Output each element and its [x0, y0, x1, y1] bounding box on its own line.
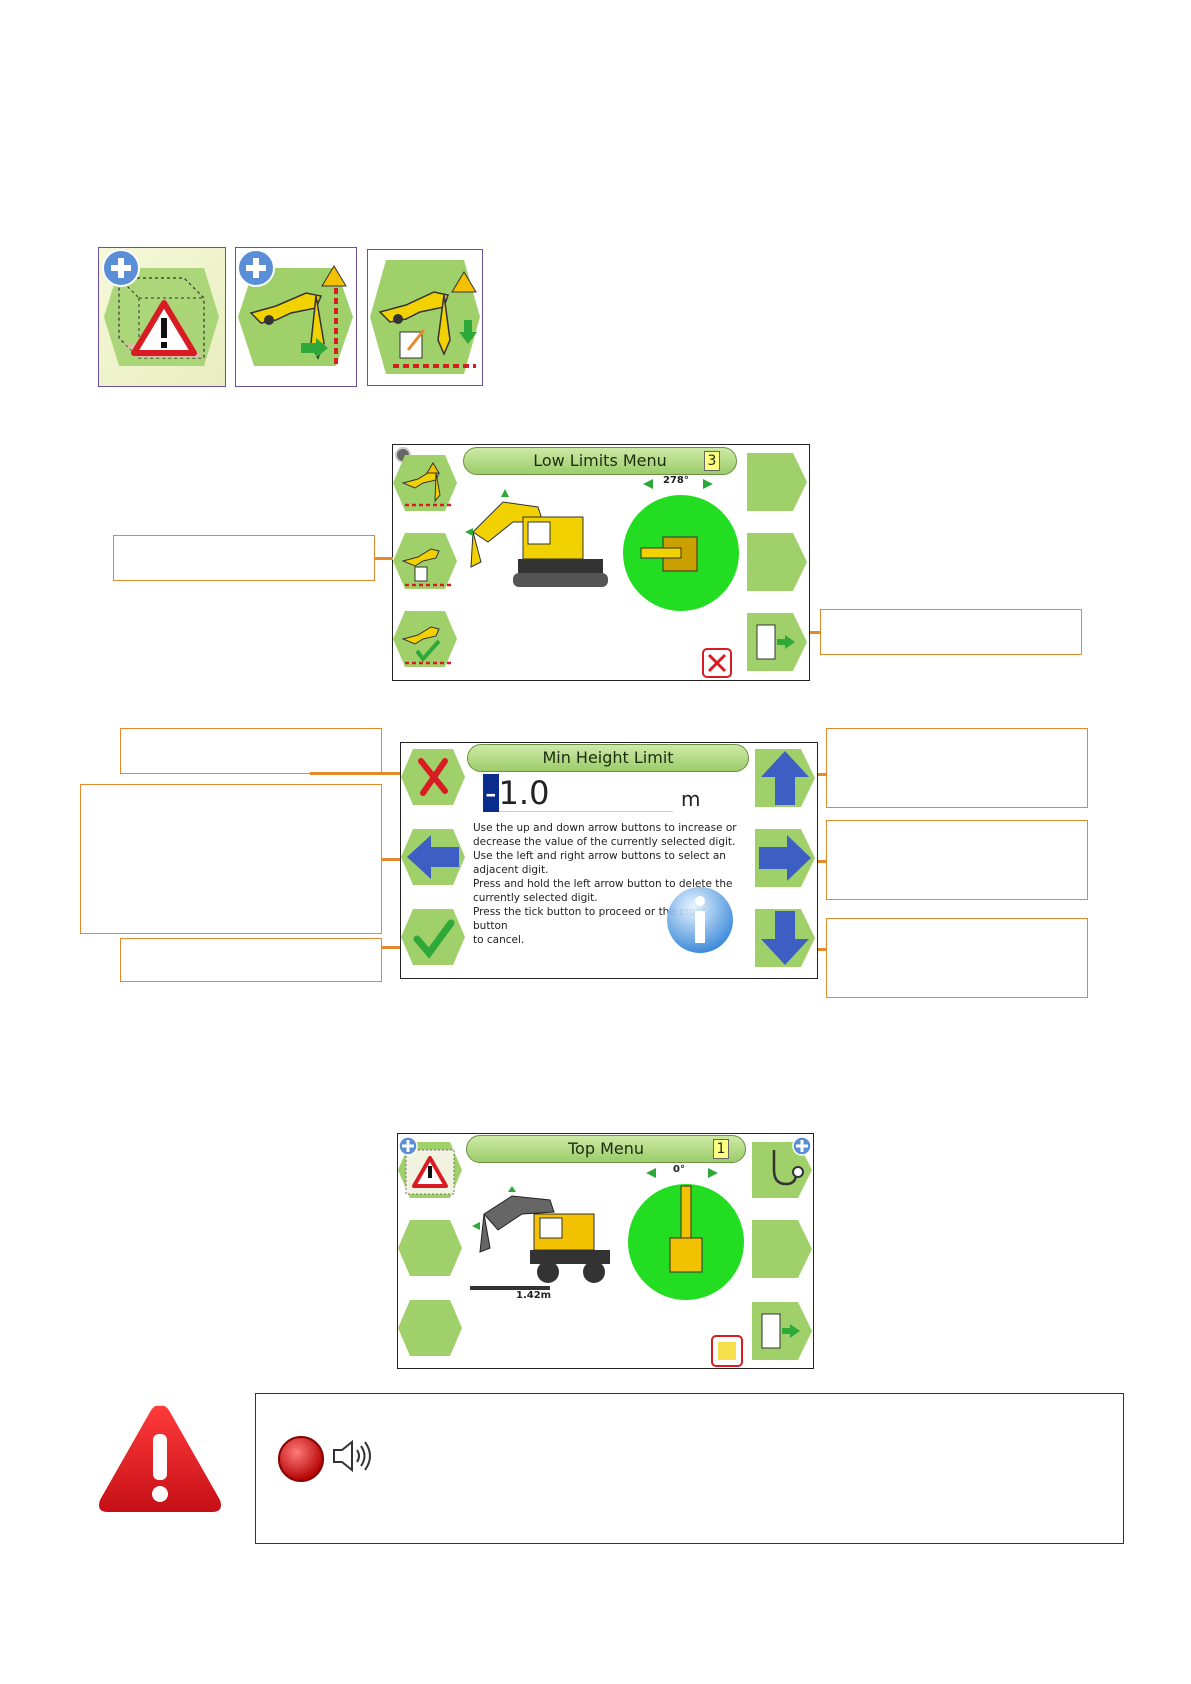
right-button-2[interactable]: [752, 1218, 814, 1280]
edit-low-limit-button[interactable]: [393, 531, 459, 591]
screen-title: Top Menu: [567, 1139, 644, 1158]
wheeled-excavator-view: [472, 1186, 610, 1283]
info-bubble-icon: [667, 887, 733, 953]
callout-leader-up: [818, 773, 826, 776]
top-menu-screen: Top Menu 1 1.42m 0°: [397, 1133, 814, 1369]
alarm-mute-icon[interactable]: [701, 647, 733, 679]
set-low-limit-button[interactable]: [393, 453, 459, 513]
callout-up-arrow: [826, 728, 1088, 808]
right-arrow-button[interactable]: [755, 827, 817, 889]
slew-arrows-icon: [646, 1168, 718, 1178]
virtual-wall-button[interactable]: [398, 1136, 464, 1200]
diagnostics-button[interactable]: [752, 1136, 814, 1200]
unit-label: m: [681, 787, 701, 811]
distance-readout: 1.42m: [516, 1290, 552, 1301]
callout-leader-tick: [382, 946, 400, 949]
exit-button[interactable]: [752, 1300, 814, 1362]
callout-box-1: [113, 535, 375, 581]
add-virtual-wall-tile[interactable]: [98, 247, 226, 387]
callout-leader-2: [810, 631, 820, 634]
screen-title-bar: Top Menu 1: [466, 1135, 746, 1163]
callout-leader-right: [818, 860, 826, 863]
add-virtual-wall-icon: [102, 249, 219, 366]
page-number-badge: 3: [704, 451, 720, 471]
speaker-icon: [333, 1439, 371, 1473]
screen-title: Min Height Limit: [542, 748, 674, 767]
help-line: Use the left and right arrow buttons to …: [473, 850, 726, 862]
help-line: decrease the value of the currently sele…: [473, 836, 736, 848]
distance-bar: [470, 1286, 550, 1290]
up-arrow-button[interactable]: [755, 747, 817, 809]
value-input[interactable]: -1.0: [483, 774, 673, 812]
edit-low-limit-tile[interactable]: [367, 249, 483, 386]
callout-left-arrow: [80, 784, 382, 934]
help-line: adjacent digit.: [473, 864, 549, 876]
help-line: to cancel.: [473, 934, 525, 946]
tick-button[interactable]: [401, 907, 467, 967]
screen-title-bar: Min Height Limit: [467, 744, 749, 772]
add-height-limit-tile[interactable]: [235, 247, 357, 387]
help-line: currently selected digit.: [473, 892, 598, 904]
warning-icon: [99, 1405, 221, 1512]
help-line: Press and hold the left arrow button to …: [473, 878, 733, 890]
help-line: Press the tick button to proceed or the …: [473, 906, 707, 932]
left-arrow-button[interactable]: [401, 827, 467, 887]
excavator-side-view: [465, 489, 608, 587]
callout-tick: [120, 938, 382, 982]
value-sign: -: [483, 774, 499, 812]
help-line: Use the up and down arrow buttons to inc…: [473, 822, 737, 834]
help-text: Use the up and down arrow buttons to inc…: [473, 821, 743, 947]
confirm-low-limit-button[interactable]: [393, 609, 459, 669]
min-height-limit-screen: Min Height Limit -1.0 m Use the up and d…: [400, 742, 818, 979]
callout-right-arrow: [826, 820, 1088, 900]
screen-title: Low Limits Menu: [533, 451, 667, 470]
callout-cancel: [120, 728, 382, 774]
slew-angle-readout: 0°: [673, 1164, 685, 1175]
callout-box-2: [820, 609, 1082, 655]
left-button-3[interactable]: [398, 1298, 464, 1360]
low-limits-menu-screen: Low Limits Menu 3 278°: [392, 444, 810, 681]
add-height-limit-icon: [237, 249, 353, 366]
red-alarm-lamp-icon: [278, 1436, 324, 1482]
callout-leader-left: [382, 858, 400, 861]
callout-down-arrow: [826, 918, 1088, 998]
callout-leader-1: [375, 557, 393, 560]
edit-low-limit-icon: [370, 260, 480, 374]
slew-angle-readout: 278°: [663, 475, 689, 486]
value-digits: 1.0: [498, 774, 550, 812]
radar-view: [628, 1184, 744, 1300]
page-number-badge: 1: [713, 1139, 729, 1159]
right-button-2[interactable]: [747, 531, 809, 593]
exit-button[interactable]: [747, 611, 809, 673]
right-button-1[interactable]: [747, 451, 809, 513]
callout-leader-down: [818, 948, 826, 951]
cancel-button[interactable]: [401, 747, 467, 807]
warning-note-box: [255, 1393, 1124, 1544]
slew-arrows-icon: [643, 479, 713, 489]
screen-title-bar: Low Limits Menu 3: [463, 447, 737, 475]
callout-leader-cancel: [310, 772, 400, 775]
left-button-2[interactable]: [398, 1218, 464, 1280]
alarm-status-icon[interactable]: [710, 1334, 744, 1368]
radar-view: [623, 495, 739, 611]
down-arrow-button[interactable]: [755, 907, 817, 969]
